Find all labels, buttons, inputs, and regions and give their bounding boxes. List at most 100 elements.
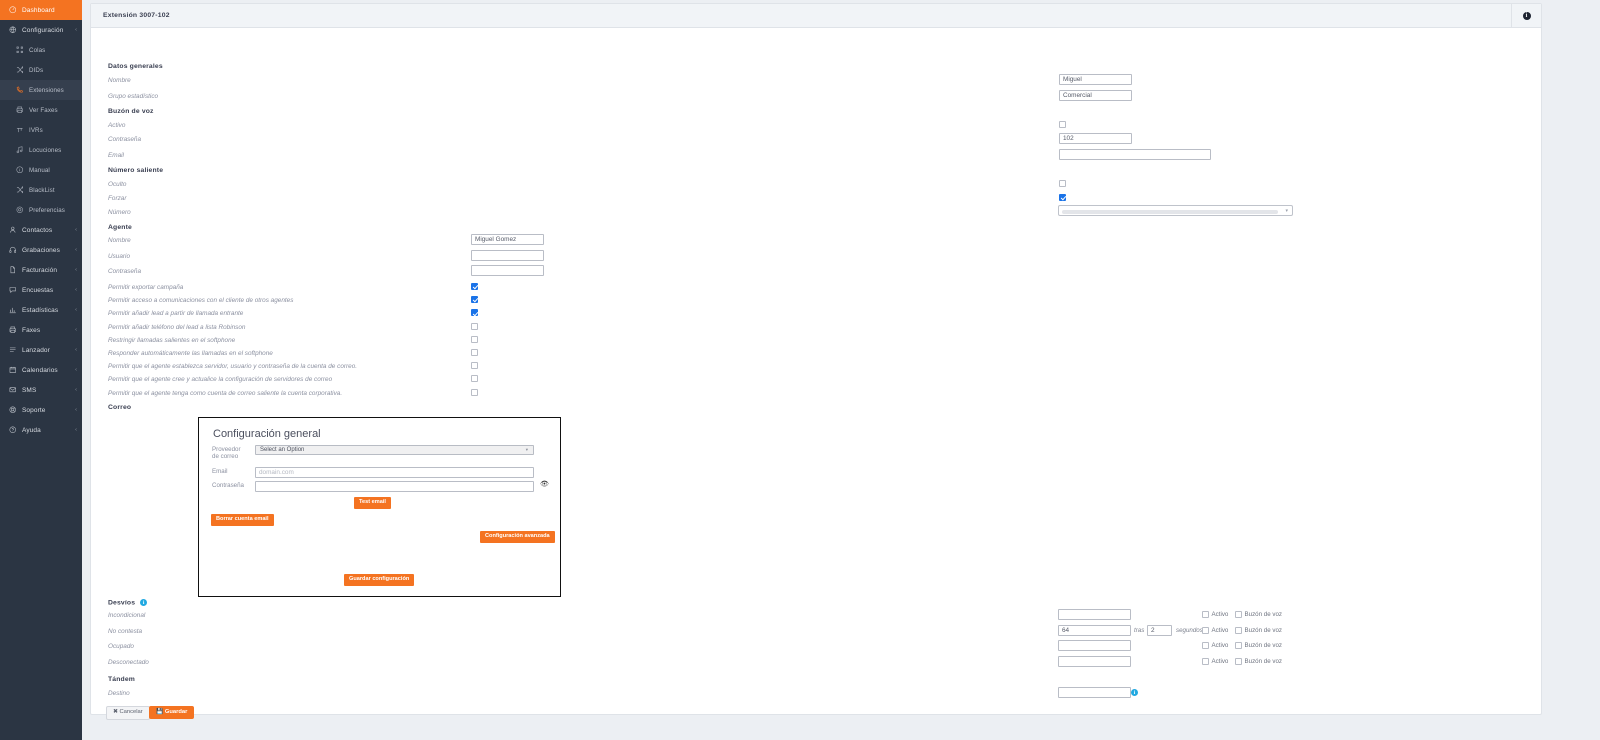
sidebar-item-colas[interactable]: Colas — [0, 40, 82, 60]
desvio-activo-option-3[interactable]: Activo — [1202, 657, 1228, 665]
input-agente-contrasena[interactable] — [471, 265, 544, 276]
header-info-button[interactable]: i — [1511, 4, 1541, 27]
configuracion-avanzada-button[interactable]: Configuración avanzada — [480, 531, 555, 543]
sidebar-item-sms[interactable]: SMS‹ — [0, 380, 82, 400]
label-grupo-estadistico: Grupo estadístico — [108, 93, 159, 100]
input-email[interactable] — [255, 467, 534, 478]
save-button[interactable]: 💾 Guardar — [149, 706, 195, 719]
label-buzon-email: Email — [108, 152, 124, 159]
eye-icon[interactable]: 👁 — [540, 481, 549, 488]
input-desvio-timer[interactable] — [1147, 624, 1172, 636]
input-agente-nombre[interactable] — [471, 234, 544, 245]
desvio-buzon-option-0[interactable]: Buzón de voz — [1235, 611, 1282, 618]
checkbox-desvio-activo-3[interactable] — [1202, 657, 1209, 665]
guardar-configuracion-button[interactable]: Guardar configuración — [344, 574, 415, 586]
checkbox-buzon-activo[interactable] — [1059, 121, 1066, 128]
label-forzar: Forzar — [108, 195, 127, 202]
label-proveedor-line2: de correo — [212, 453, 239, 460]
input-tandem-destino[interactable] — [1058, 687, 1131, 698]
desvio-activo-option-0[interactable]: Activo — [1202, 611, 1228, 618]
sidebar-item-configuraci-n[interactable]: Configuración ‹ — [0, 20, 82, 40]
label-desvio-activo: Activo — [1211, 626, 1229, 634]
label-proveedor-line1: Proveedor — [212, 446, 241, 453]
checkbox-permission-8[interactable] — [471, 388, 478, 396]
input-desvio-3[interactable] — [1058, 655, 1131, 667]
sidebar-item-manual[interactable]: Manual — [0, 160, 82, 180]
checkbox-permission-3[interactable] — [471, 322, 478, 330]
test-email-button[interactable]: Test email — [354, 497, 391, 509]
label-permission-4: Restringir llamadas salientes en el soft… — [108, 336, 236, 344]
sidebar-item-label: Soporte — [22, 406, 46, 414]
input-desvio-2[interactable] — [1058, 640, 1131, 652]
sidebar-item-extensiones[interactable]: Extensiones — [0, 80, 82, 100]
sidebar-item-blacklist[interactable]: BlackList — [0, 180, 82, 200]
sidebar-item-faxes[interactable]: Faxes‹ — [0, 320, 82, 340]
input-email-contrasena[interactable] — [255, 481, 534, 492]
sidebar-item-dids[interactable]: DIDs — [0, 60, 82, 80]
info-circle-icon — [14, 165, 25, 176]
input-desvio-0[interactable] — [1058, 609, 1131, 620]
checkbox-permission-1[interactable] — [471, 296, 478, 304]
sidebar-item-grabaciones[interactable]: Grabaciones‹ — [0, 240, 82, 260]
sidebar-item-estad-sticas[interactable]: Estadísticas‹ — [0, 300, 82, 320]
sidebar-item-facturaci-n[interactable]: Facturación‹ — [0, 260, 82, 280]
sidebar-item-preferencias[interactable]: Preferencias — [0, 200, 82, 220]
chevron-right-icon: ‹ — [75, 407, 77, 413]
checkbox-desvio-buzon-1[interactable] — [1235, 626, 1242, 634]
checkbox-desvio-activo-0[interactable] — [1202, 611, 1209, 618]
input-desvio-1[interactable] — [1058, 624, 1131, 636]
sidebar-item-label: Locuciones — [29, 146, 62, 154]
label-agente-contrasena: Contraseña — [108, 268, 142, 275]
sidebar-item-soporte[interactable]: Soporte ‹ — [0, 400, 82, 420]
checkbox-permission-7[interactable] — [471, 375, 478, 383]
sidebar-item-ivrs[interactable]: IVRs — [0, 120, 82, 140]
chevron-right-icon: ‹ — [75, 367, 77, 373]
label-tandem-destino: Destino — [108, 690, 130, 697]
input-nombre-general[interactable] — [1059, 74, 1132, 85]
desvio-buzon-option-3[interactable]: Buzón de voz — [1235, 657, 1283, 665]
checkbox-desvio-activo-1[interactable] — [1202, 626, 1209, 634]
sidebar-item-encuestas[interactable]: Encuestas‹ — [0, 280, 82, 300]
input-buzon-contrasena[interactable] — [1059, 133, 1132, 144]
checkbox-permission-2[interactable] — [471, 309, 478, 317]
input-agente-usuario[interactable] — [471, 250, 544, 261]
label-agente-nombre: Nombre — [108, 237, 131, 244]
sidebar-item-label: Configuración — [22, 26, 64, 34]
sidebar-item-lanzador[interactable]: Lanzador‹ — [0, 340, 82, 360]
checkbox-oculto[interactable] — [1059, 180, 1066, 187]
sidebar-item-ayuda[interactable]: Ayuda‹ — [0, 420, 82, 440]
sidebar-item-calendarios[interactable]: Calendarios‹ — [0, 360, 82, 380]
label-permission-2: Permitir añadir lead a partir de llamada… — [108, 310, 244, 318]
desvio-activo-option-2[interactable]: Activo — [1202, 642, 1228, 650]
checkbox-desvio-activo-2[interactable] — [1202, 642, 1209, 650]
checkbox-desvio-buzon-0[interactable] — [1235, 611, 1242, 618]
sidebar-item-dashboard[interactable]: Dashboard — [0, 0, 82, 20]
checkbox-desvio-buzon-2[interactable] — [1235, 642, 1242, 650]
desvio-buzon-option-1[interactable]: Buzón de voz — [1235, 626, 1282, 634]
checkbox-permission-4[interactable] — [471, 335, 478, 343]
file-icon — [7, 265, 18, 276]
cancel-button[interactable]: ✖ Cancelar — [106, 706, 150, 720]
checkbox-permission-0[interactable] — [471, 283, 478, 290]
sidebar-item-contactos[interactable]: Contactos‹ — [0, 220, 82, 240]
label-desvio-buzon: Buzón de voz — [1244, 642, 1283, 650]
checkbox-permission-6[interactable] — [471, 362, 478, 370]
sidebar-item-ver-faxes[interactable]: Ver Faxes — [0, 100, 82, 120]
select-numero-saliente[interactable]: ▾ — [1058, 205, 1293, 216]
checkbox-permission-5[interactable] — [471, 349, 478, 356]
select-proveedor-correo[interactable]: Select an Option ▾ — [255, 445, 534, 455]
checkbox-forzar[interactable] — [1059, 194, 1066, 201]
ivr-icon — [14, 125, 25, 136]
checkbox-desvio-buzon-3[interactable] — [1235, 657, 1242, 665]
input-buzon-email[interactable] — [1059, 149, 1211, 160]
sidebar-item-locuciones[interactable]: Locuciones — [0, 140, 82, 160]
input-grupo-estadistico[interactable] — [1059, 90, 1132, 101]
label-desvio-buzon: Buzón de voz — [1244, 611, 1283, 618]
sidebar-item-label: SMS — [22, 386, 37, 394]
desvio-activo-option-1[interactable]: Activo — [1202, 626, 1229, 634]
label-oculto: Oculto — [108, 181, 127, 188]
label-desvio-buzon: Buzón de voz — [1244, 657, 1283, 665]
borrar-cuenta-email-button[interactable]: Borrar cuenta email — [211, 514, 274, 526]
chevron-right-icon: ‹ — [75, 27, 77, 33]
desvio-buzon-option-2[interactable]: Buzón de voz — [1235, 642, 1283, 650]
